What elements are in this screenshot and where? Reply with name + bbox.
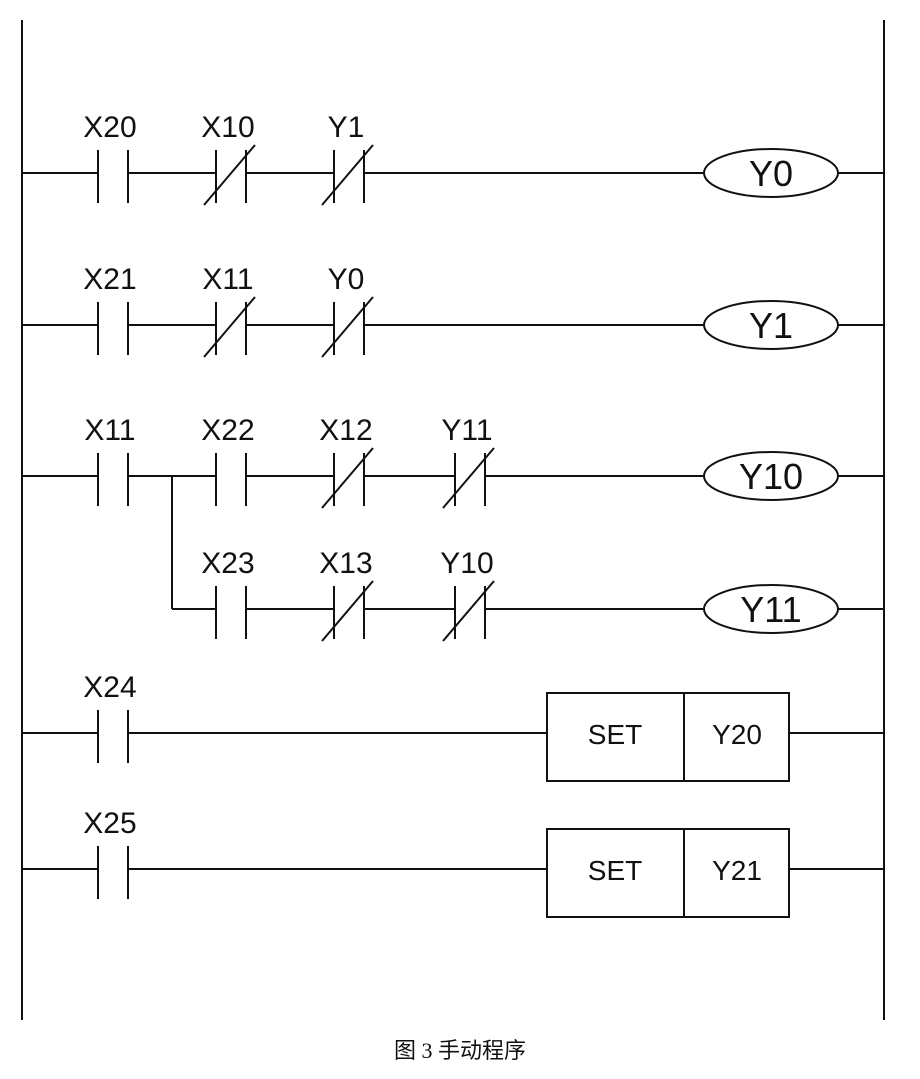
instruction-operand: Y21: [712, 855, 762, 886]
contact-label: X10: [201, 111, 254, 144]
normally-closed-slash: [203, 144, 256, 206]
contact-label: X20: [83, 111, 136, 144]
coil-label: Y11: [740, 589, 801, 630]
instruction-name: SET: [588, 855, 642, 886]
contact-label: X24: [83, 671, 136, 704]
contact-label: Y1: [328, 111, 365, 144]
normally-closed-slash: [442, 447, 495, 509]
contact-label: X11: [202, 263, 253, 296]
contact-label: X22: [201, 414, 254, 447]
contact-label: Y11: [441, 414, 492, 447]
coil-label: Y0: [749, 153, 793, 194]
contact-label: Y10: [440, 547, 493, 580]
contact-label: X25: [83, 807, 136, 840]
normally-closed-slash: [321, 296, 374, 358]
normally-closed-slash: [321, 447, 374, 509]
contact-label: X12: [319, 414, 372, 447]
contact-label: X13: [319, 547, 372, 580]
instruction-box: [546, 692, 790, 782]
instruction-name: SET: [588, 719, 642, 750]
normally-closed-slash: [321, 580, 374, 642]
coil-label: Y1: [749, 305, 793, 346]
figure-caption: 图 3 手动程序: [394, 1038, 526, 1063]
contact-label: Y0: [328, 263, 365, 296]
instruction-box: [546, 828, 790, 918]
contact-label: X21: [83, 263, 136, 296]
contact-label: X23: [201, 547, 254, 580]
coil-label: Y10: [739, 456, 803, 497]
normally-closed-slash: [321, 144, 374, 206]
contact-label: X11: [84, 414, 135, 447]
instruction-operand: Y20: [712, 719, 762, 750]
normally-closed-slash: [203, 296, 256, 358]
normally-closed-slash: [442, 580, 495, 642]
